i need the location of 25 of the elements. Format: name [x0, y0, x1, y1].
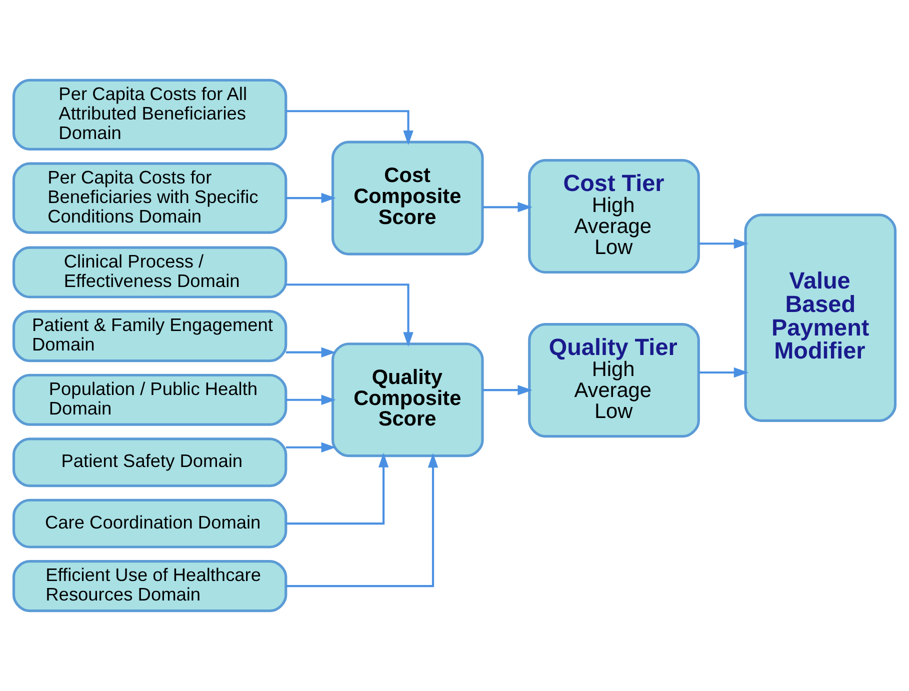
- arrow: [286, 452, 389, 525]
- node-box: Patient & Family Engagement Domain: [12, 310, 288, 362]
- node-box: Quality Tier High Average Low: [528, 323, 700, 438]
- node-box: Efficient Use of Healthcare Resources Domain: [12, 560, 288, 612]
- node-box: Quality Composite Score: [331, 342, 484, 458]
- node-box: Value Based Payment Modifier: [744, 214, 897, 422]
- arrow: [286, 442, 336, 452]
- arrow: [699, 238, 748, 249]
- node-box: Per Capita Costs for All Attributed Beneficiaries Domain: [12, 78, 288, 151]
- arrow: [286, 453, 438, 588]
- node-box: Population / Public Health Domain: [12, 374, 288, 426]
- arrow: [286, 110, 414, 146]
- arrow: [482, 202, 532, 212]
- node-box: Cost Composite Score: [331, 140, 484, 256]
- arrow: [286, 284, 414, 347]
- node-box: Care Coordination Domain: [12, 498, 288, 548]
- arrow: [286, 192, 336, 204]
- arrow: [286, 394, 336, 405]
- node-box: Per Capita Costs for Beneficiaries with Specific Conditions Domain: [12, 162, 288, 234]
- node-box: Cost Tier High Average Low: [528, 158, 700, 274]
- arrow: [699, 367, 748, 378]
- arrow: [482, 384, 532, 396]
- arrow: [286, 347, 336, 358]
- node-box: Clinical Process / Effectiveness Domain: [12, 246, 288, 298]
- node-box: Patient Safety Domain: [12, 438, 288, 488]
